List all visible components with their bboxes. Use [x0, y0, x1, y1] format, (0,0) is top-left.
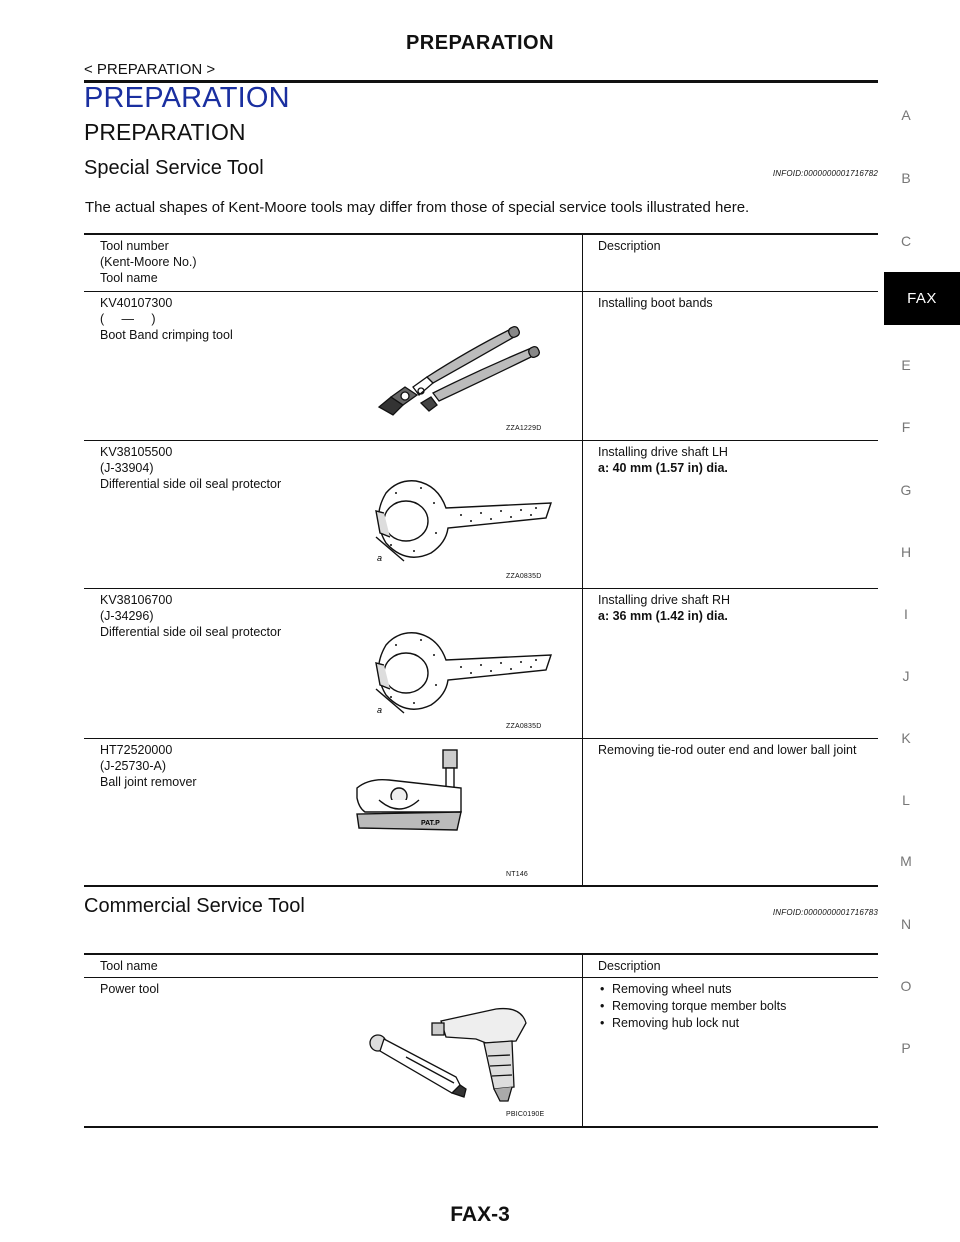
- table-top-rule: [84, 233, 878, 235]
- figure-label: PAT.P: [421, 820, 440, 827]
- special-service-tool-table: Tool number (Kent-Moore No.) Tool name D…: [84, 233, 878, 887]
- index-tab-fax[interactable]: FAX: [884, 272, 960, 325]
- column-header-tool: Tool number (Kent-Moore No.) Tool name: [100, 239, 197, 285]
- breadcrumb: < PREPARATION >: [84, 61, 216, 78]
- crimping-tool-icon: [377, 326, 540, 416]
- index-letter-m[interactable]: M: [900, 853, 912, 869]
- figure-code: NT146: [506, 871, 529, 878]
- section-index: A B C FAX E F G H I J K L M N O P: [884, 0, 960, 1242]
- special-service-tool-heading: Special Service Tool: [84, 157, 264, 179]
- page-number: FAX-3: [450, 1203, 510, 1226]
- power-tool-icon: [369, 1007, 527, 1102]
- header-divider: [84, 80, 878, 83]
- list-item: Removing hub lock nut: [598, 1015, 868, 1031]
- figure-code: ZZA0835D: [506, 573, 542, 580]
- index-letter-f[interactable]: F: [901, 419, 911, 435]
- special-tool-note: The actual shapes of Kent-Moore tools ma…: [85, 199, 750, 216]
- svg-text:a: a: [377, 705, 382, 715]
- index-letter-e[interactable]: E: [901, 357, 911, 373]
- page-header-title: PREPARATION: [405, 32, 555, 54]
- row-divider: [84, 440, 878, 441]
- column-header-description: Description: [598, 239, 661, 253]
- column-divider: [582, 953, 583, 1128]
- column-header-tool-name: Tool name: [100, 959, 158, 973]
- tool-cell-power-tool: Power tool: [100, 982, 160, 996]
- list-item: Removing wheel nuts: [598, 981, 868, 997]
- tool-cell-kv40107300: KV40107300 ( — ) Boot Band crimping tool: [100, 296, 233, 342]
- index-letter-b[interactable]: B: [901, 170, 911, 186]
- figure-code: PBIC0190E: [506, 1111, 545, 1118]
- description-cell-ht72520000: Removing tie-rod outer end and lower bal…: [598, 743, 857, 757]
- tool-cell-ht72520000: HT72520000 (J-25730-A) Ball joint remove…: [100, 743, 197, 789]
- index-letter-a[interactable]: A: [901, 107, 911, 123]
- table-bottom-rule: [84, 1126, 878, 1128]
- column-header-description: Description: [598, 959, 661, 973]
- column-divider: [582, 233, 583, 887]
- index-letter-g[interactable]: G: [900, 482, 912, 498]
- commercial-service-tool-heading: Commercial Service Tool: [84, 895, 305, 917]
- index-letter-p[interactable]: P: [901, 1040, 911, 1056]
- ball-joint-remover-icon: PAT.P: [356, 749, 462, 831]
- index-letter-i[interactable]: I: [904, 606, 908, 622]
- row-divider: [84, 291, 878, 292]
- index-letter-k[interactable]: K: [901, 730, 911, 746]
- description-cell-kv38105500: Installing drive shaft LH a: 40 mm (1.57…: [598, 445, 728, 475]
- table-bottom-rule: [84, 885, 878, 887]
- index-letter-c[interactable]: C: [900, 233, 912, 249]
- index-letter-h[interactable]: H: [900, 544, 912, 560]
- tool-cell-kv38106700: KV38106700 (J-34296) Differential side o…: [100, 593, 282, 639]
- commercial-tool-infoid: INFOID:0000000001716783: [772, 908, 878, 917]
- row-divider: [84, 738, 878, 739]
- table-top-rule: [84, 953, 878, 955]
- description-cell-kv38106700: Installing drive shaft RH a: 36 mm (1.42…: [598, 593, 731, 623]
- index-letter-l[interactable]: L: [902, 792, 910, 808]
- index-letter-o[interactable]: O: [900, 978, 912, 994]
- oil-seal-protector-icon: a: [375, 480, 552, 563]
- figure-code: ZZA0835D: [506, 723, 542, 730]
- row-divider: [84, 588, 878, 589]
- subsection-title: PREPARATION: [84, 119, 246, 145]
- special-tool-infoid: INFOID:0000000001716782: [772, 169, 878, 178]
- section-title: PREPARATION: [84, 82, 290, 114]
- figure-code: ZZA1229D: [506, 425, 542, 432]
- description-cell-power-tool: Removing wheel nuts Removing torque memb…: [598, 981, 868, 1032]
- oil-seal-protector-icon: a: [375, 632, 552, 715]
- tool-cell-kv38105500: KV38105500 (J-33904) Differential side o…: [100, 445, 282, 491]
- list-item: Removing torque member bolts: [598, 998, 868, 1014]
- index-letter-n[interactable]: N: [900, 916, 912, 932]
- commercial-service-tool-table: Tool name Description Power tool Removin…: [84, 953, 878, 1128]
- svg-text:a: a: [377, 553, 382, 563]
- index-letter-j[interactable]: J: [902, 668, 910, 684]
- row-divider: [84, 977, 878, 978]
- description-cell-kv40107300: Installing boot bands: [598, 296, 713, 310]
